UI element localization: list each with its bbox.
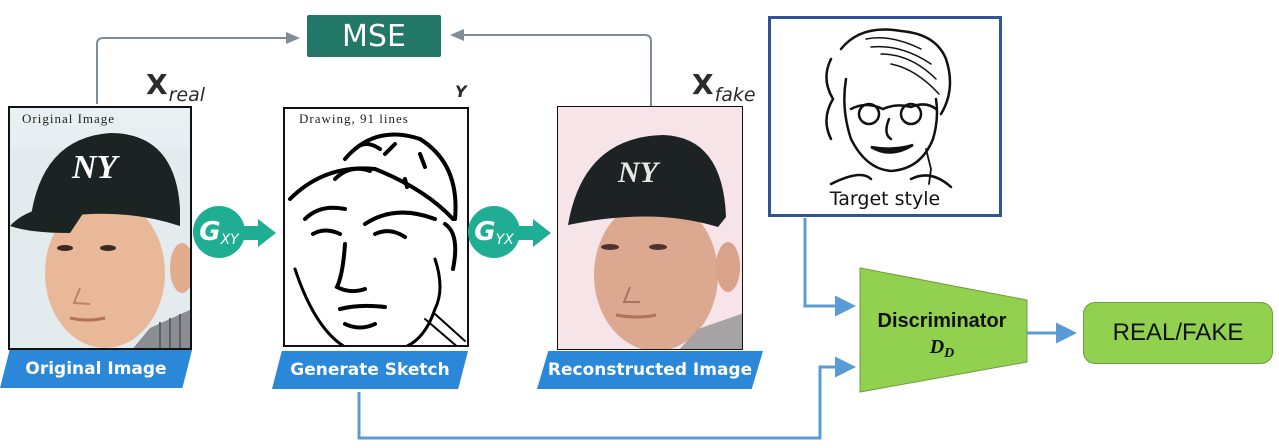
mse-label: MSE	[342, 18, 406, 54]
target-style-portrait-image	[825, 28, 953, 189]
discriminator-symbol: DD	[929, 336, 955, 361]
gyx-arrow-head-icon	[533, 219, 551, 247]
original-image-tag: Original Image	[0, 350, 192, 388]
generate-sketch-tag: Generate Sketch	[272, 351, 468, 389]
svg-text:NY: NY	[617, 156, 661, 189]
real-fake-label: REAL/FAKE	[1112, 319, 1244, 346]
original-inner-caption: Original Image	[22, 111, 116, 126]
y-label: Y	[455, 82, 467, 101]
gxy-arrow-head-icon	[258, 219, 276, 247]
target-to-disc-line	[803, 218, 856, 317]
sketch-inner-caption: Drawing, 91 lines	[299, 111, 409, 126]
target-style-label: Target style	[829, 188, 941, 210]
real-fake-output-box: REAL/FAKE	[1083, 302, 1273, 364]
mse-loss-box: MSE	[307, 15, 441, 57]
reconstructed-image-panel: NY	[557, 106, 743, 350]
sketch-drawing-image	[288, 132, 466, 345]
target-style-box: Target style	[768, 16, 1002, 217]
sketch-to-disc-line	[357, 356, 856, 440]
original-image-panel: NY Original Image	[8, 106, 192, 350]
reconstructed-image-tag: Reconstructed Image	[537, 351, 763, 389]
discriminator-shape	[859, 267, 1028, 393]
face-photo-image: NY	[10, 133, 190, 348]
reconstructed-photo-image: NY	[568, 135, 742, 349]
xreal-to-mse-line	[96, 32, 300, 104]
discriminator-label: Discriminator	[877, 310, 1007, 332]
x-fake-label: Xfake	[692, 68, 756, 106]
sketch-panel: Drawing, 91 lines	[283, 107, 469, 347]
xfake-to-mse-line	[450, 29, 652, 106]
x-real-label: Xreal	[146, 68, 206, 106]
svg-text:NY: NY	[71, 149, 121, 186]
